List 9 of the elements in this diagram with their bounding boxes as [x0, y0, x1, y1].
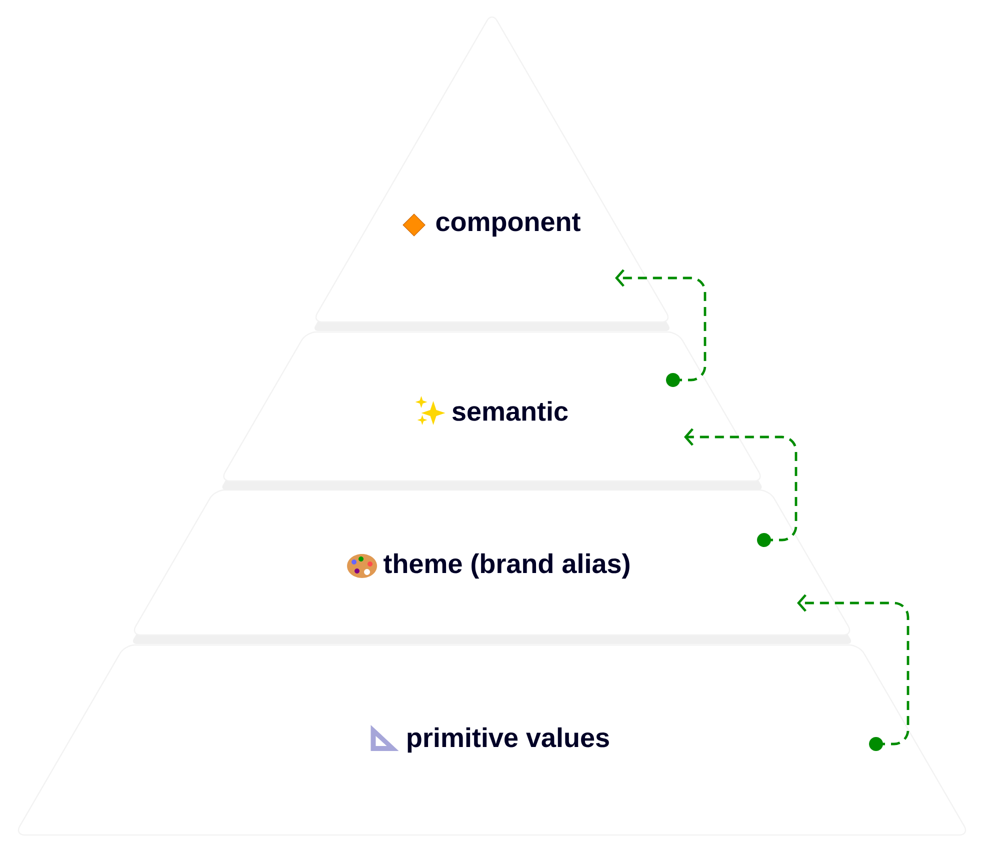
- node-label: semantic: [452, 401, 568, 421]
- node-label: theme (brand alias): [384, 553, 630, 579]
- node-label: component: [436, 213, 580, 237]
- dashed-arrow: [797, 594, 910, 751]
- layer-band: semantic: [222, 331, 762, 490]
- layer-band: primitive values: [18, 644, 966, 836]
- dashed-arrow: [615, 269, 706, 387]
- layer-band: component: [314, 16, 670, 331]
- dashed-arrow: [684, 428, 798, 547]
